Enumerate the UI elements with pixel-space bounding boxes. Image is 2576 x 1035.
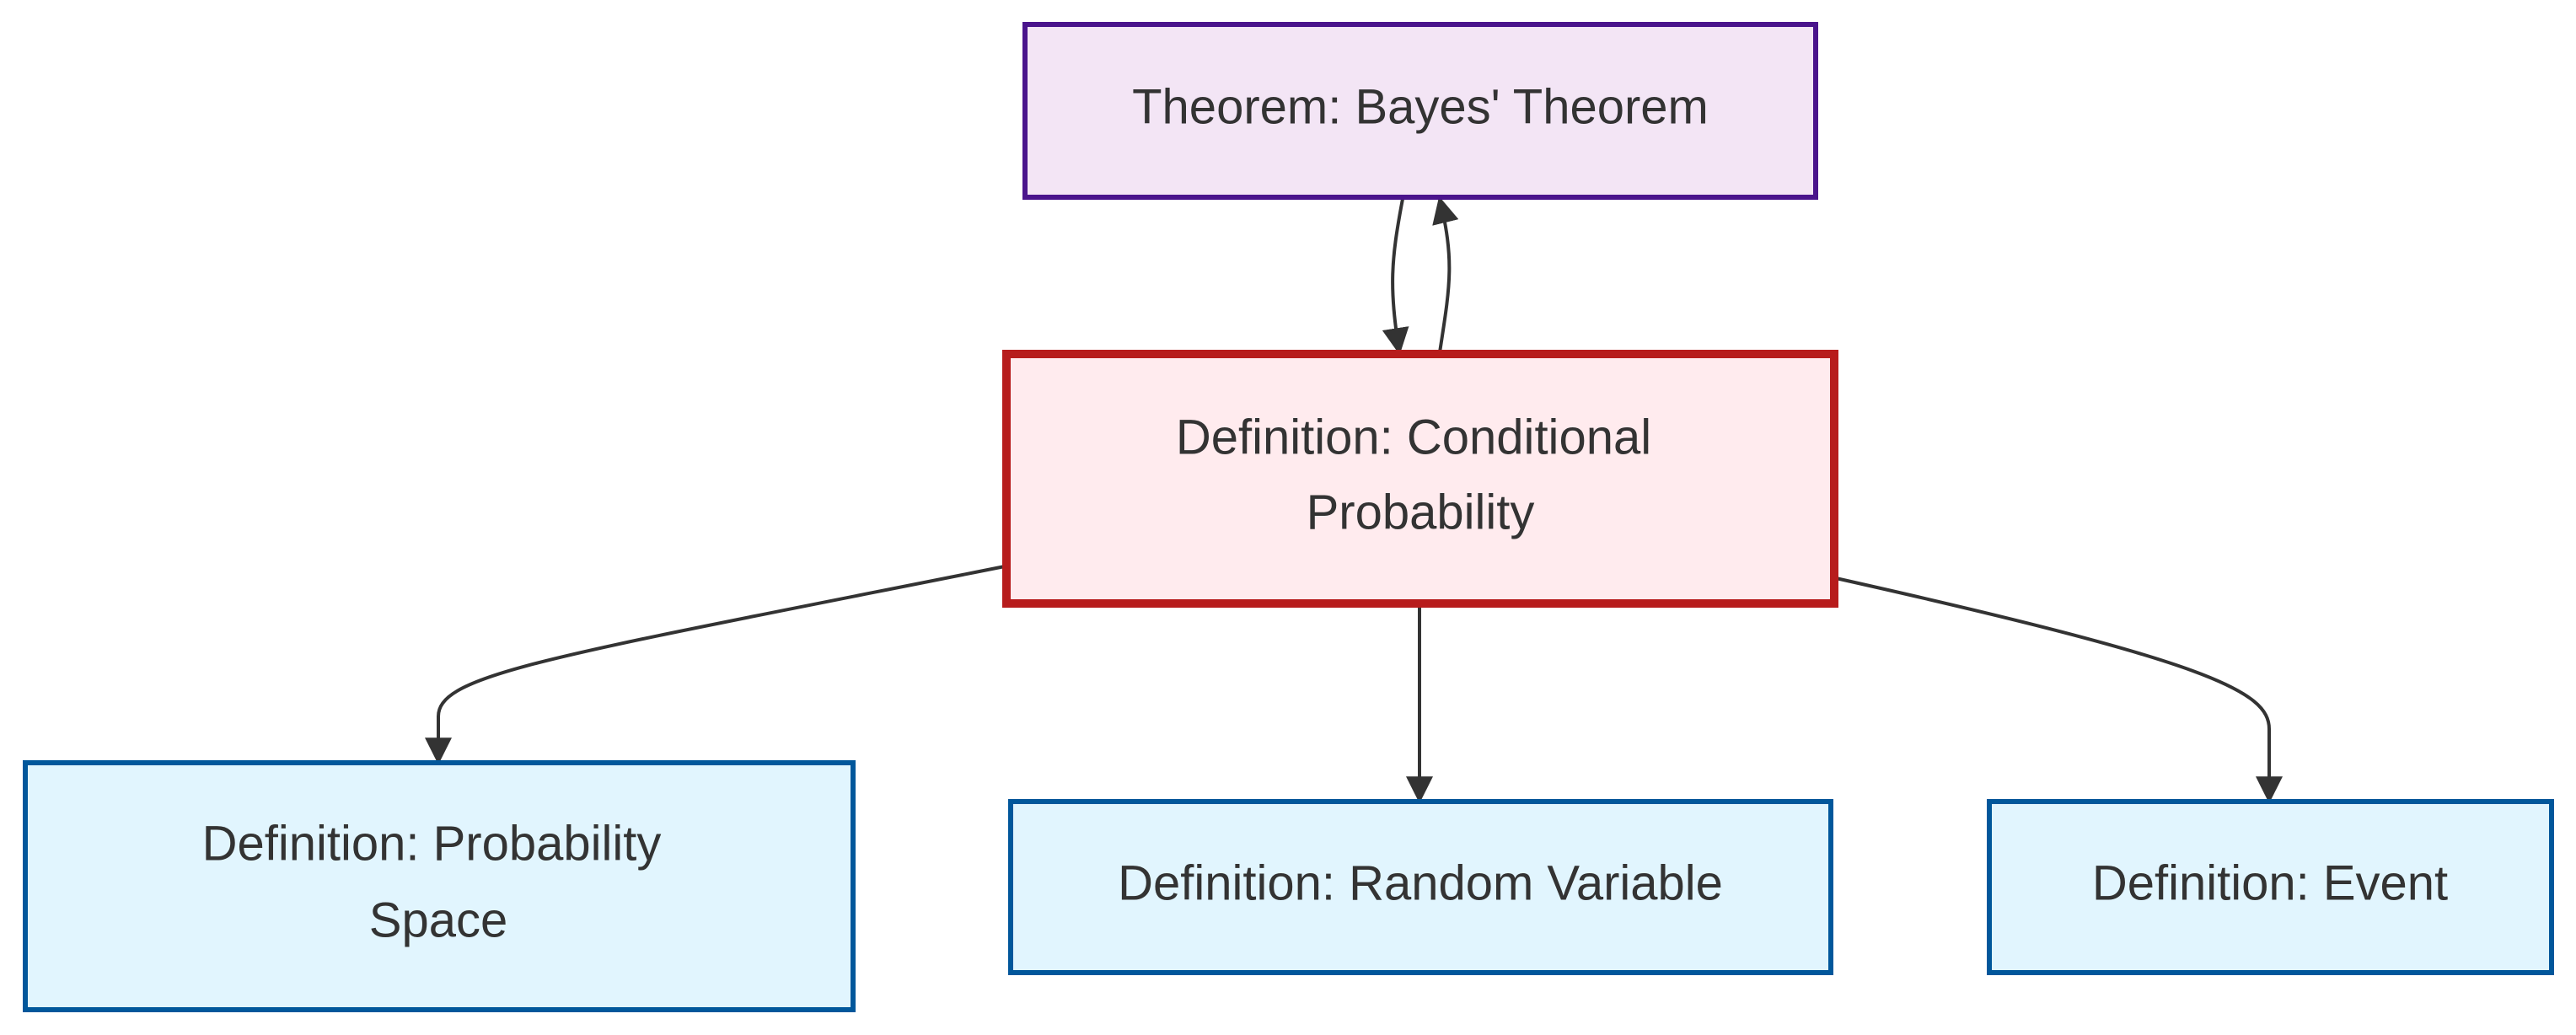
node-label-line2: Probability — [1307, 485, 1535, 539]
node-box — [1987, 799, 2554, 975]
edge-bayes-to-conditional — [1382, 198, 1409, 356]
edge-conditional-to-probability-space — [425, 565, 1006, 765]
node-box — [23, 760, 856, 1012]
node-box — [1022, 22, 1818, 200]
node-bayes-theorem[interactable]: Theorem: Bayes' Theorem — [1022, 22, 1818, 200]
node-event[interactable]: Definition: Event — [1987, 799, 2554, 975]
node-box — [1008, 799, 1833, 975]
node-label: Definition: Event — [2092, 855, 2448, 910]
node-label: Definition: Random Variable — [1118, 855, 1723, 910]
node-label-line1: Definition: Conditional — [1176, 410, 1651, 464]
edge-conditional-to-bayes — [1432, 196, 1459, 353]
node-label: Theorem: Bayes' Theorem — [1132, 79, 1709, 134]
node-box — [1002, 350, 1838, 608]
node-random-variable[interactable]: Definition: Random Variable — [1008, 799, 1833, 975]
edges — [425, 196, 2283, 804]
edge-conditional-to-event — [1835, 576, 2283, 804]
node-label-line2: Space — [369, 893, 507, 947]
node-probability-space[interactable]: Definition: Probability Space — [23, 760, 856, 1012]
node-conditional-probability[interactable]: Definition: Conditional Probability — [1002, 350, 1838, 608]
node-label-line1: Definition: Probability — [202, 816, 662, 871]
